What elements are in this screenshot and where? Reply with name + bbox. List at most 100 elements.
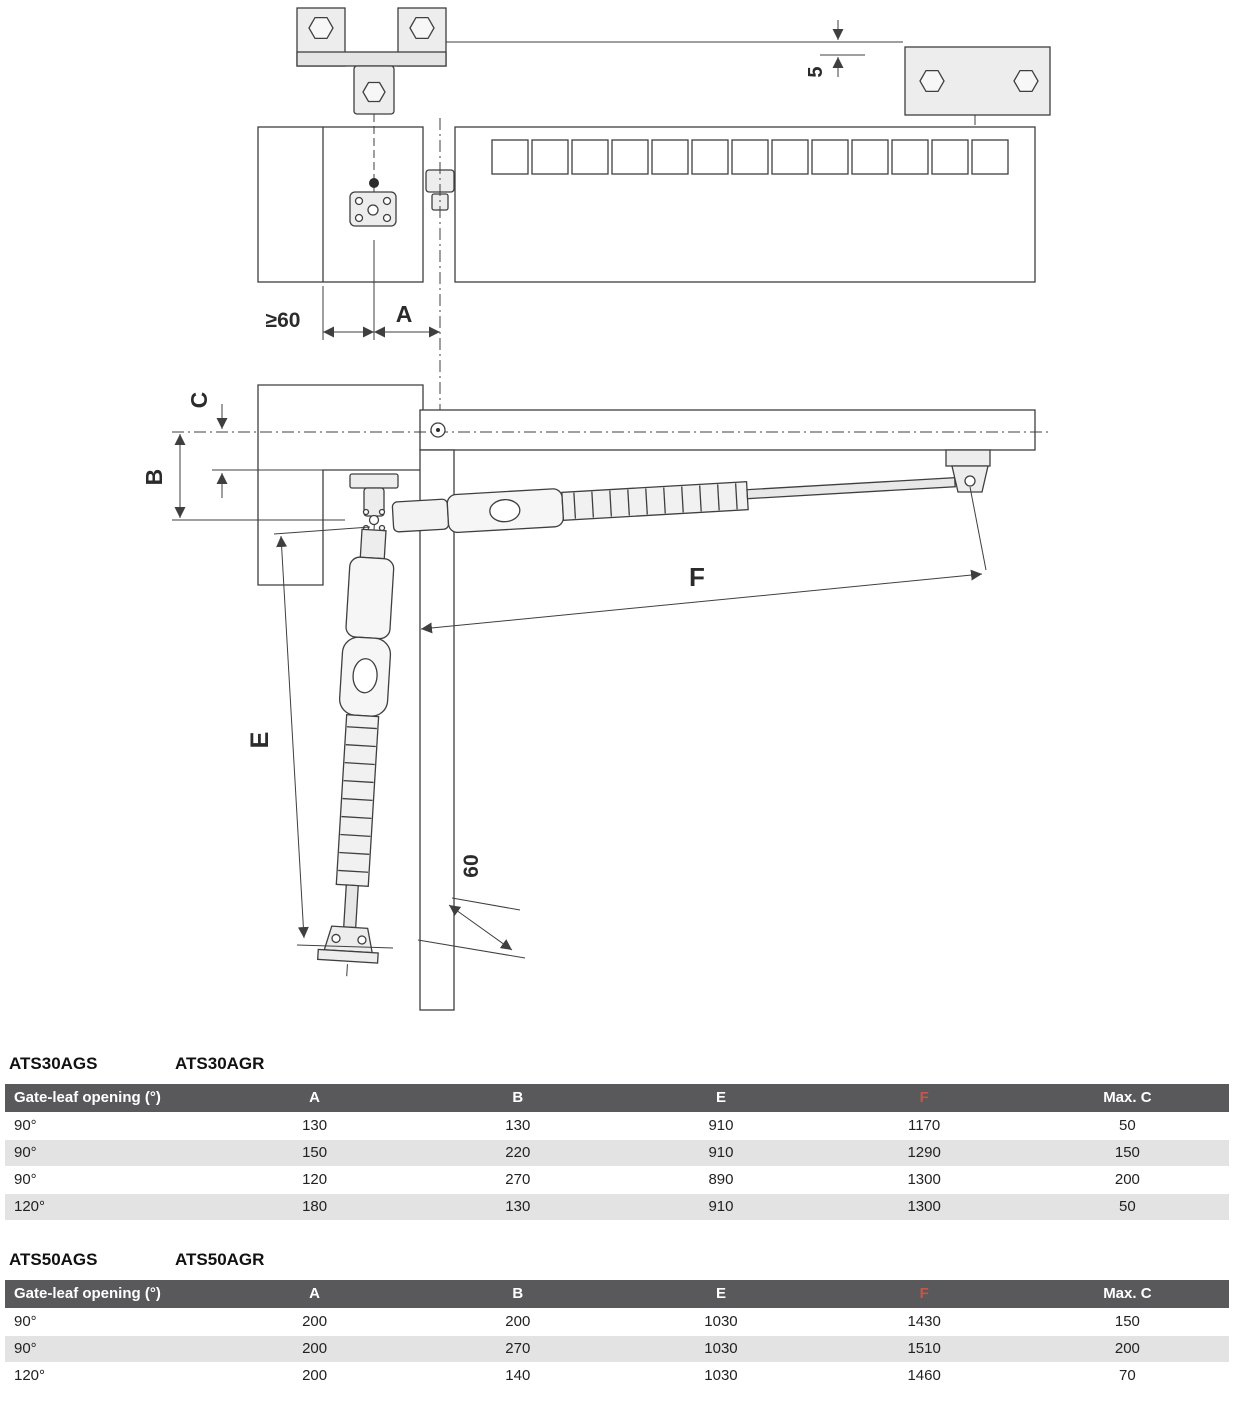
dim-b-label: B [141, 469, 167, 486]
dimension-c-b: C B [141, 392, 345, 521]
table-row: 90° 200 200 1030 1430 150 [5, 1308, 1229, 1335]
column-header-max-c: Max. C [1025, 1280, 1229, 1308]
column-header-e: E [619, 1084, 823, 1112]
gate-plan-view [172, 384, 1050, 1011]
rear-actuator-bracket [349, 473, 399, 532]
pivot-bracket-top-view [349, 191, 397, 227]
model-name-ats30ags: ATS30AGS [9, 1054, 98, 1073]
table-cell: 270 [505, 1171, 531, 1188]
table-row: 90° 130 130 910 1170 50 [5, 1112, 1229, 1139]
hinge-axes [369, 114, 441, 412]
hex-bolt-icon [1013, 69, 1039, 93]
table-cell: 130 [302, 1117, 328, 1134]
installation-diagram: 5 [141, 7, 1051, 1011]
dim-min-clearance-label: ≥60 [266, 309, 301, 332]
front-actuator-bracket [945, 449, 991, 493]
dimension-a-and-clearance: ≥60 A [266, 240, 440, 340]
table-cell: 90° [14, 1117, 37, 1134]
dim-5-label: 5 [805, 66, 827, 77]
table-cell: 910 [708, 1198, 734, 1216]
installation-diagram-svg: 5 [141, 7, 1051, 1011]
table-cell: 200 [1114, 1171, 1140, 1188]
actuator-closed-position [391, 474, 969, 534]
dim-c-label: C [186, 392, 212, 409]
column-header-b: B [416, 1084, 620, 1112]
hex-bolt-icon [409, 16, 435, 40]
table-cell: 200 [1114, 1340, 1140, 1357]
table-cell: 1030 [704, 1367, 738, 1385]
table-row: 90° 150 220 910 1290 150 [5, 1139, 1229, 1166]
column-header-b: B [416, 1280, 620, 1308]
table-cell: 910 [708, 1117, 734, 1134]
offset-dimension: 5 [446, 20, 903, 78]
table-cell: 1300 [907, 1198, 941, 1216]
table-cell: 70 [1119, 1367, 1136, 1385]
dimension-e: E [246, 526, 394, 949]
table-cell: 90° [14, 1171, 37, 1188]
table-row: 120° 180 130 910 1300 50 [5, 1193, 1229, 1220]
model-name-ats50agr: ATS50AGR [175, 1250, 265, 1269]
table-cell: 200 [302, 1367, 328, 1385]
table-cell: 1030 [704, 1340, 738, 1357]
dimension-tables: ATS30AGS ATS30AGR Gate-leaf opening (°)A… [5, 1040, 1229, 1389]
table-cell: 220 [505, 1144, 531, 1161]
column-header-f: F [822, 1084, 1026, 1112]
hex-bolt-icon [308, 16, 334, 40]
rear-bracket-top-view [296, 7, 447, 115]
gate-pickets [491, 139, 1009, 175]
column-header-gate-leaf-opening: Gate-leaf opening (°) [5, 1280, 213, 1308]
hex-bolt-icon [919, 69, 945, 93]
column-header-f: F [822, 1280, 1026, 1308]
table-cell: 200 [302, 1340, 328, 1357]
table-cell: 1290 [907, 1144, 941, 1161]
column-header-a: A [213, 1280, 417, 1308]
dim-60-label: 60 [460, 854, 483, 877]
ats30-model-titles: ATS30AGS ATS30AGR [9, 1054, 1229, 1074]
table-cell: 1170 [908, 1117, 941, 1134]
ats50-model-titles: ATS50AGS ATS50AGR [9, 1250, 1229, 1270]
hex-bolt-icon [362, 81, 386, 103]
table-cell: 150 [302, 1144, 328, 1161]
column-header-a: A [213, 1084, 417, 1112]
column-header-e: E [619, 1280, 823, 1308]
table-cell: 1510 [907, 1340, 941, 1357]
model-name-ats30agr: ATS30AGR [175, 1054, 265, 1073]
table-cell: 50 [1119, 1198, 1136, 1216]
table-cell: 50 [1119, 1117, 1136, 1134]
table-row: 120° 200 140 1030 1460 70 [5, 1362, 1229, 1389]
table-cell: 1030 [704, 1313, 738, 1330]
table-cell: 90° [14, 1313, 37, 1330]
column-header-max-c: Max. C [1025, 1084, 1229, 1112]
column-header-gate-leaf-opening: Gate-leaf opening (°) [5, 1084, 213, 1112]
ats50-section: ATS50AGS ATS50AGR Gate-leaf opening (°)A… [5, 1250, 1229, 1389]
table-cell: 1460 [907, 1367, 941, 1385]
table-cell: 180 [302, 1198, 328, 1216]
table-cell: 120° [14, 1367, 46, 1385]
table-cell: 120 [302, 1171, 328, 1188]
table-cell: 130 [505, 1198, 531, 1216]
actuator-open-position [316, 524, 395, 980]
table-cell: 120° [14, 1198, 46, 1216]
table-cell: 910 [708, 1144, 734, 1161]
table-cell: 140 [505, 1367, 531, 1385]
table-cell: 890 [708, 1171, 734, 1188]
table-cell: 200 [505, 1313, 531, 1330]
dimension-60: 60 [417, 854, 526, 959]
model-name-ats50ags: ATS50AGS [9, 1250, 98, 1269]
table-cell: 130 [505, 1117, 531, 1134]
table-cell: 150 [1114, 1144, 1140, 1161]
table-cell: 150 [1114, 1313, 1140, 1330]
table-cell: 90° [14, 1144, 37, 1161]
table-cell: 1430 [907, 1313, 941, 1330]
table-cell: 90° [14, 1340, 37, 1357]
dimension-f: F [420, 486, 987, 634]
table-cell: 200 [302, 1313, 328, 1330]
ats30-section: ATS30AGS ATS30AGR Gate-leaf opening (°)A… [5, 1054, 1229, 1220]
